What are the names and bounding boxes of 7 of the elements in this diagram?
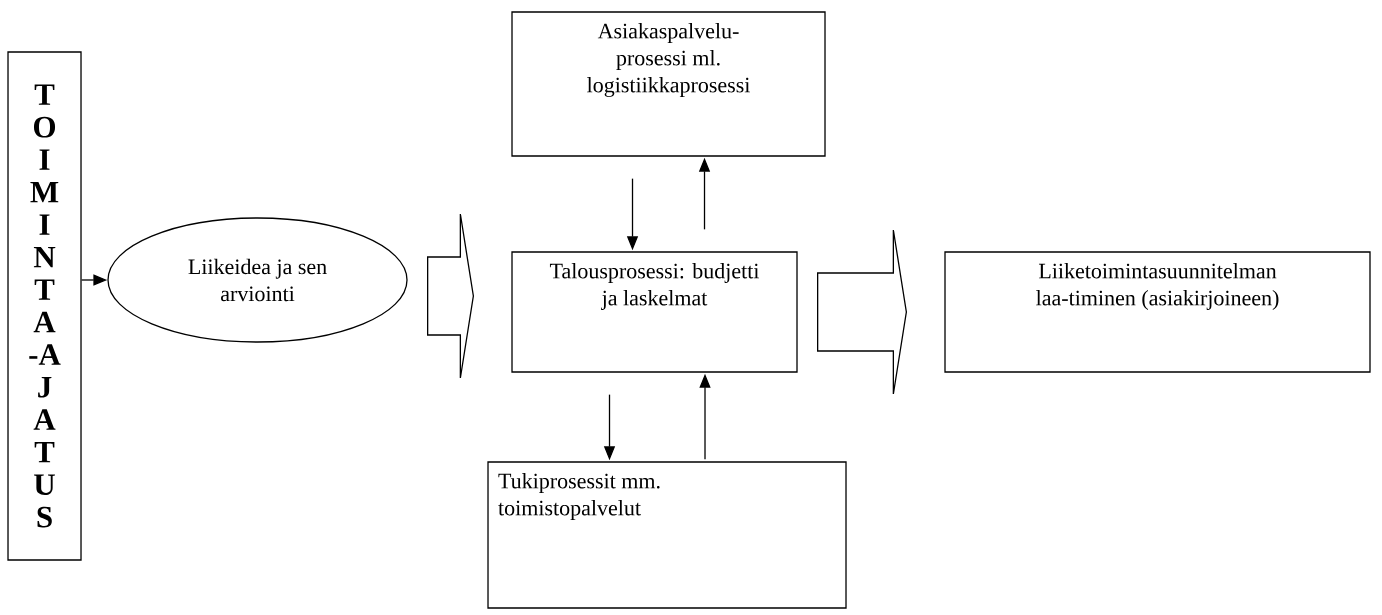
block-arrow (817, 229, 907, 395)
process-box: Asiakaspalvelu-prosessi ml. logistiikkaprosessi (511, 11, 826, 157)
process-box: Liiketoimintasuunnitelman laa-timinen (asiakirjoineen) (944, 251, 1371, 373)
block-arrow (427, 213, 474, 379)
process-box: Talousprosessi: budjetti ja laskelmat (511, 251, 798, 373)
vertical-text-box: TOIMINTA-AJATUS (7, 51, 82, 561)
process-box: Tukiprosessit mm. toimistopalvelut (487, 461, 847, 609)
